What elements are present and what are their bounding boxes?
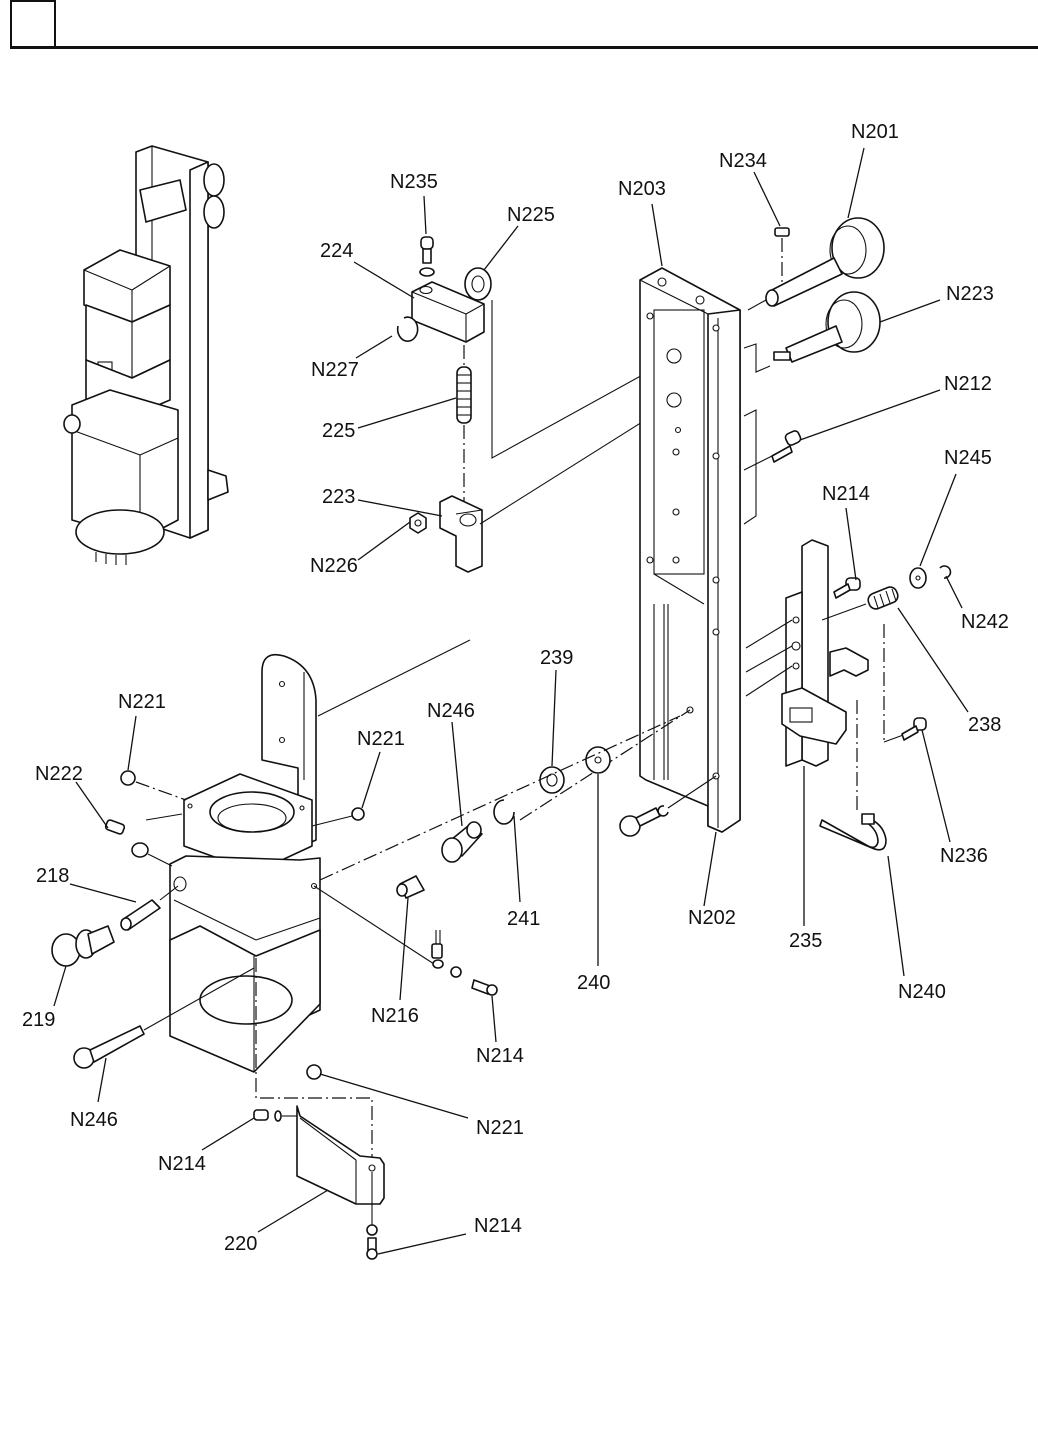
callout-label: 224 [320, 240, 353, 262]
callout-label: 235 [789, 930, 822, 952]
callout-label: N221 [118, 691, 166, 713]
callout-label: N225 [507, 204, 555, 226]
roller-shafts [744, 218, 884, 372]
callout-label: N221 [476, 1117, 524, 1139]
callout-label: 225 [322, 420, 355, 442]
assembled-unit-overview [64, 146, 228, 565]
callout-label: N212 [944, 373, 992, 395]
callout-label: N227 [311, 359, 359, 381]
callout-label: N245 [944, 447, 992, 469]
callout-label: N222 [35, 763, 83, 785]
callout-label: N246 [427, 700, 475, 722]
callout-label: 240 [577, 972, 610, 994]
callout-label: N235 [390, 171, 438, 193]
callout-label: 223 [322, 486, 355, 508]
callout-label: 239 [540, 647, 573, 669]
callout-label: 220 [224, 1233, 257, 1255]
callout-label: N226 [310, 555, 358, 577]
callout-label: N203 [618, 178, 666, 200]
callout-label: N242 [961, 611, 1009, 633]
callout-label: 219 [22, 1009, 55, 1031]
callout-label: N240 [898, 981, 946, 1003]
callout-label: N223 [946, 283, 994, 305]
main-rail [640, 268, 740, 832]
callout-label: N214 [158, 1153, 206, 1175]
callout-label: N221 [357, 728, 405, 750]
callout-label: N214 [474, 1215, 522, 1237]
screw-n212 [744, 410, 802, 524]
callout-label: N214 [822, 483, 870, 505]
spring-225 [457, 367, 471, 423]
callout-label: N216 [371, 1005, 419, 1027]
callout-label: N201 [851, 121, 899, 143]
callout-label: N214 [476, 1045, 524, 1067]
bracket-235 [746, 540, 950, 850]
callout-label: 238 [968, 714, 1001, 736]
stopper-assembly [398, 237, 674, 572]
callout-label: 218 [36, 865, 69, 887]
callout-label: N234 [719, 150, 767, 172]
callout-label: 241 [507, 908, 540, 930]
callout-label: N236 [940, 845, 988, 867]
callout-label: N246 [70, 1109, 118, 1131]
callout-label: N202 [688, 907, 736, 929]
